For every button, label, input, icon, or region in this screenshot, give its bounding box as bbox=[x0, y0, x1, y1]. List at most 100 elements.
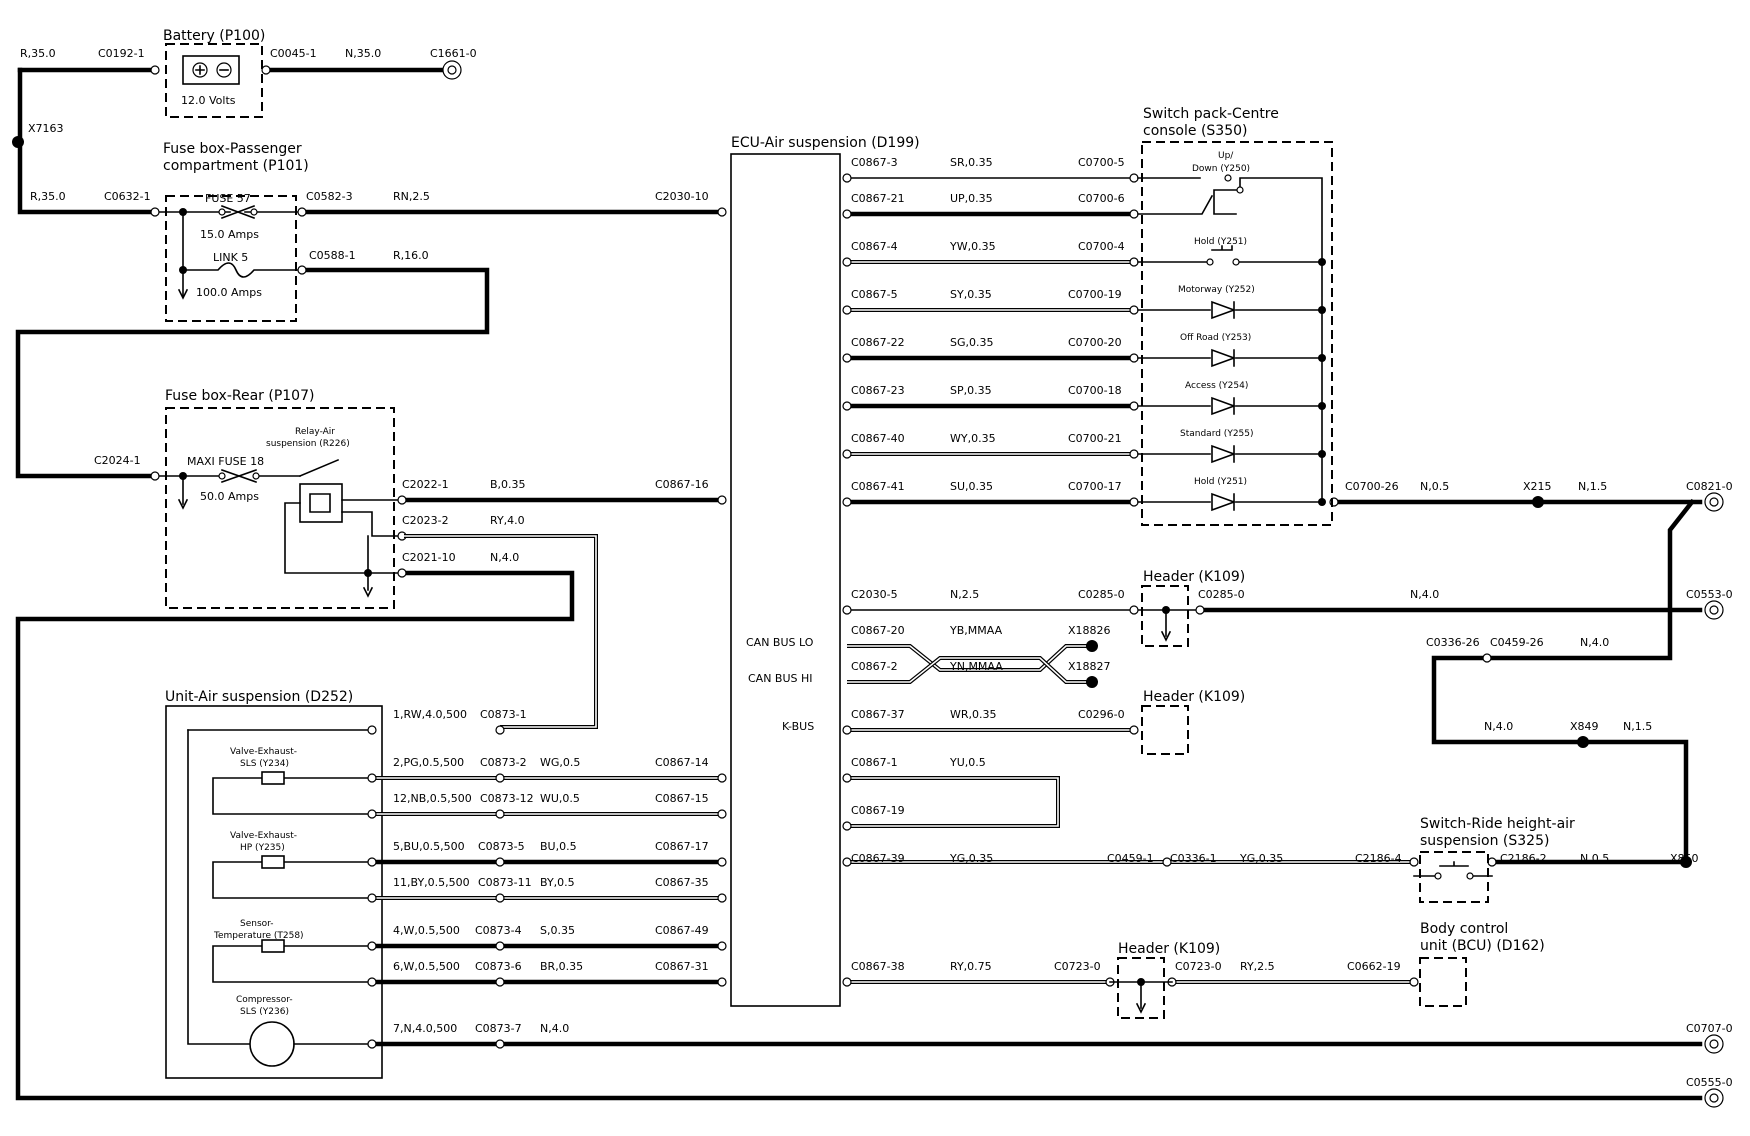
label-updown2: Down (Y250) bbox=[1192, 164, 1250, 174]
label-u4w: BU,0.5 bbox=[540, 840, 577, 853]
label-sa: Sensor- bbox=[240, 919, 274, 929]
label-updown1: Up/ bbox=[1218, 151, 1234, 161]
label-cb: SLS (Y236) bbox=[240, 1007, 289, 1017]
relay-label1: Relay-Air bbox=[295, 427, 335, 437]
can-bus bbox=[847, 640, 1098, 688]
label-hold1: Hold (Y251) bbox=[1194, 237, 1247, 247]
label-u7w: BR,0.35 bbox=[540, 960, 583, 973]
label-c2030-5: C2030-5 bbox=[851, 588, 898, 601]
label-u2: 2,PG,0.5,500 bbox=[393, 756, 464, 769]
battery-title: Battery (P100) bbox=[163, 28, 265, 44]
label-u1c: C0873-1 bbox=[480, 708, 527, 721]
label-c2186-4: C2186-4 bbox=[1355, 852, 1402, 865]
header1-title: Header (K109) bbox=[1143, 569, 1245, 585]
switchpack-title1: Switch pack-Centre bbox=[1143, 106, 1279, 122]
label-c0662: C0662-19 bbox=[1347, 960, 1401, 973]
label-yg035a: YG,0.35 bbox=[949, 852, 993, 865]
label-x849: X849 bbox=[1570, 720, 1599, 733]
label-e4c: C0867-5 bbox=[851, 288, 898, 301]
link5-label: LINK 5 bbox=[213, 251, 248, 264]
label-n05b: N,0.5 bbox=[1580, 852, 1609, 865]
label-c0459-26: C0459-26 bbox=[1490, 636, 1544, 649]
label-c0582: C0582-3 bbox=[306, 190, 353, 203]
label-v2b: HP (Y235) bbox=[240, 843, 285, 853]
label-e6c: C0867-23 bbox=[851, 384, 905, 397]
label-b035: B,0.35 bbox=[490, 478, 526, 491]
label-e8c: C0867-41 bbox=[851, 480, 905, 493]
label-u7e: C0867-31 bbox=[655, 960, 709, 973]
label-e3s: C0700-4 bbox=[1078, 240, 1125, 253]
label-u8: 7,N,4.0,500 bbox=[393, 1022, 457, 1035]
label-c0867-20: C0867-20 bbox=[851, 624, 905, 637]
fusebox-pass-title1: Fuse box-Passenger bbox=[163, 141, 302, 157]
label-x7163: X7163 bbox=[28, 122, 64, 135]
label-ry075: RY,0.75 bbox=[950, 960, 992, 973]
label-u2e: C0867-14 bbox=[655, 756, 709, 769]
label-c0553: C0553-0 bbox=[1686, 588, 1733, 601]
label-motorway: Motorway (Y252) bbox=[1178, 285, 1255, 295]
label-v1b: SLS (Y234) bbox=[240, 759, 289, 769]
label-u1: 1,RW,4.0,500 bbox=[393, 708, 467, 721]
label-c0821: C0821-0 bbox=[1686, 480, 1733, 493]
bcu-title2: unit (BCU) (D162) bbox=[1420, 938, 1545, 954]
label-e4w: SY,0.35 bbox=[950, 288, 992, 301]
label-u7c: C0873-6 bbox=[475, 960, 522, 973]
label-c0045: C0045-1 bbox=[270, 47, 317, 60]
label-ymmaa: YB,MMAA bbox=[949, 624, 1003, 637]
unit-connectors bbox=[367, 725, 1724, 1108]
label-c2024: C2024-1 bbox=[94, 454, 141, 467]
label-n15a: N,1.5 bbox=[1578, 480, 1607, 493]
label-n15b: N,1.5 bbox=[1623, 720, 1652, 733]
label-c0867-2: C0867-2 bbox=[851, 660, 898, 673]
label-u6: 4,W,0.5,500 bbox=[393, 924, 460, 937]
label-n05a: N,0.5 bbox=[1420, 480, 1449, 493]
label-v1a: Valve-Exhaust- bbox=[230, 747, 297, 757]
unit-title: Unit-Air suspension (D252) bbox=[165, 689, 353, 705]
label-c0336-1: C0336-1 bbox=[1170, 852, 1217, 865]
label-c0555: C0555-0 bbox=[1686, 1076, 1733, 1089]
label-x215: X215 bbox=[1523, 480, 1552, 493]
label-sb: Temperature (T258) bbox=[213, 931, 304, 941]
label-x18827: X18827 bbox=[1068, 660, 1111, 673]
label-ry25: RY,2.5 bbox=[1240, 960, 1275, 973]
label-c2022: C2022-1 bbox=[402, 478, 449, 491]
power-wires bbox=[15, 67, 1703, 1101]
label-c0867-37: C0867-37 bbox=[851, 708, 905, 721]
link5-rating: 100.0 Amps bbox=[196, 286, 262, 299]
label-e5s: C0700-20 bbox=[1068, 336, 1122, 349]
label-c0588: C0588-1 bbox=[309, 249, 356, 262]
label-u6e: C0867-49 bbox=[655, 924, 709, 937]
label-u4e: C0867-17 bbox=[655, 840, 709, 853]
battery: Battery (P100) 12.0 Volts bbox=[163, 28, 265, 118]
unit-air-suspension: Unit-Air suspension (D252) Valve-Exhaust… bbox=[165, 689, 383, 1079]
label-c2186-2: C2186-2 bbox=[1500, 852, 1547, 865]
splice-x7163 bbox=[12, 136, 24, 148]
label-c0867-1: C0867-1 bbox=[851, 756, 898, 769]
header-k109-1: Header (K109) bbox=[1133, 569, 1245, 647]
label-wr035: WR,0.35 bbox=[950, 708, 997, 721]
label-e7s: C0700-21 bbox=[1068, 432, 1122, 445]
label-v2a: Valve-Exhaust- bbox=[230, 831, 297, 841]
label-u6c: C0873-4 bbox=[475, 924, 522, 937]
header-k109-3: Header (K109) bbox=[1109, 941, 1220, 1019]
label-c0707: C0707-0 bbox=[1686, 1022, 1733, 1035]
label-c0459-1: C0459-1 bbox=[1107, 852, 1154, 865]
label-n350: N,35.0 bbox=[345, 47, 381, 60]
label-n40d: N,4.0 bbox=[1484, 720, 1513, 733]
label-offroad: Off Road (Y253) bbox=[1180, 333, 1251, 343]
label-c0723a: C0723-0 bbox=[1054, 960, 1101, 973]
label-x850: X850 bbox=[1670, 852, 1699, 865]
bcu-title1: Body control bbox=[1420, 921, 1508, 937]
label-u5w: BY,0.5 bbox=[540, 876, 575, 889]
label-e2w: UP,0.35 bbox=[950, 192, 993, 205]
label-u4: 5,BU,0.5,500 bbox=[393, 840, 465, 853]
header2-title: Header (K109) bbox=[1143, 689, 1245, 705]
ground-rail bbox=[1431, 496, 1696, 868]
label-n25: N,2.5 bbox=[950, 588, 979, 601]
label-n40a: N,4.0 bbox=[490, 551, 519, 564]
header-k109-2: Header (K109) bbox=[1141, 689, 1245, 755]
switchpack-title2: console (S350) bbox=[1143, 123, 1247, 139]
label-c0285-0b: C0285-0 bbox=[1198, 588, 1245, 601]
label-r350a: R,35.0 bbox=[20, 47, 56, 60]
